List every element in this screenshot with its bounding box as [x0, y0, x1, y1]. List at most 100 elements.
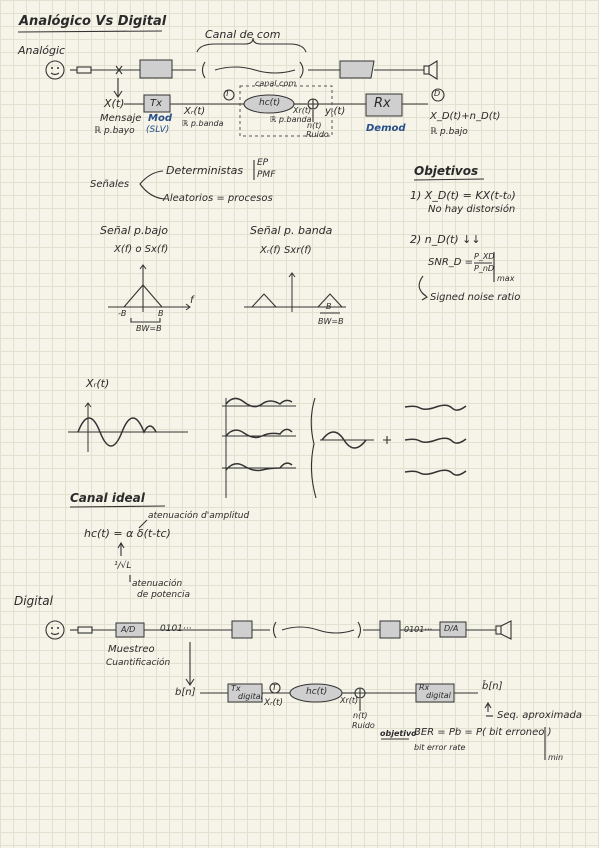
analog-label: Analógic [18, 44, 66, 57]
bit-error-rate-label: bit error rate [414, 743, 466, 752]
da-label: D/A [444, 624, 459, 633]
senales-brace [139, 170, 166, 200]
canal-com-dashed-box [239, 85, 333, 137]
digital-circle-t [269, 682, 281, 694]
digital-rx-line2: digital [426, 691, 451, 700]
yr-label: yᵣ(t) [325, 106, 346, 117]
detail-circle-d [431, 88, 445, 102]
bits-1: 0101··· [160, 624, 192, 634]
bn-label: b[n] [175, 687, 196, 698]
spectrum-lowpass-sub: X(f) o Sx(f) [114, 244, 169, 255]
senales-label: Señales [90, 179, 130, 190]
digital-hc-label: hc(t) [306, 687, 328, 697]
digital-rx-line1: Rx [419, 683, 430, 692]
atenuacion-potencia-label: atenuación [132, 579, 183, 589]
xr-t-label: Xᵣ(t) [184, 106, 206, 117]
analog-tx-block [139, 59, 173, 79]
ruido-label: Ruido [306, 130, 329, 139]
canal-ideal-formula: hc(t) = α δ(t-tc) [84, 527, 171, 540]
digital-ruido: Ruido [352, 721, 375, 730]
digital-speaker-icon [495, 620, 512, 640]
objetivo-2: 2) n_D(t) ↓↓ [410, 233, 481, 246]
de-potencia-label: de potencia [137, 590, 191, 600]
spectrum-bandpass-sub: Xᵣ(f) Sxr(f) [260, 245, 312, 256]
digital-rx-small-block [379, 620, 401, 639]
snr-label: SNR_D = [428, 257, 474, 268]
digital-xr-label: Xᵣ(t) [264, 698, 284, 708]
page-title: Analógico Vs Digital [19, 14, 167, 29]
digital-smiley-icon [45, 620, 65, 640]
muestreo-label: Muestreo [108, 644, 155, 655]
lowpass-pos-b: B [158, 309, 164, 318]
bandpass-bw: BW=B [318, 317, 344, 326]
snr-numerator: P_XD [474, 252, 495, 261]
bn-hat-label: b̂[n] [482, 681, 503, 692]
canal-de-com-label: Canal de com [205, 28, 281, 41]
snr-max: max [497, 274, 515, 283]
digital-n-t: n(t) [353, 711, 368, 720]
objetivo-1b: No hay distorsión [428, 204, 516, 215]
circle-d-label: D [434, 89, 441, 98]
plus-sign [383, 436, 391, 444]
spectrum-lowpass-plot [108, 264, 191, 323]
sqrtl-arrow [117, 541, 125, 556]
r-p-banda2-label: ℝ p.banda [270, 115, 312, 124]
spectrum-bandpass-title: Señal p. banda [250, 224, 333, 237]
slv-label: (SLV) [146, 125, 170, 135]
digital-microphone-icon [70, 626, 93, 634]
digital-arrow-down [185, 642, 195, 686]
min-label: min [548, 753, 564, 762]
atenuacion-arrow [138, 519, 148, 529]
bandpass-b: B [326, 302, 332, 311]
deterministas-label: Deterministas [166, 164, 244, 177]
circle-t-label: T [225, 89, 230, 98]
n-t-label: n(t) [307, 121, 322, 130]
xd-nd-label: X_D(t)+n_D(t) [430, 111, 501, 122]
canal-com-brace [196, 37, 307, 53]
analog-channel-wave [214, 66, 296, 74]
rx-label: Rx [374, 96, 391, 111]
mensaje-label: Mensaje [100, 113, 142, 124]
lowpass-neg-b: -B [118, 309, 127, 318]
objetivos-underline [413, 178, 485, 181]
ber-formula: BER = Pb = P( bit erroneo ) [414, 727, 552, 738]
detail-circle-t [223, 89, 235, 101]
cuantificacion-label: Cuantificación [106, 658, 171, 668]
seq-aproximada-label: Seq. aproximada [497, 710, 582, 721]
digital-tx-small-block [231, 620, 253, 639]
seq-arrow [484, 701, 492, 712]
x-t-label: X(t) [104, 97, 125, 110]
wave-label: Xᵣ(t) [86, 377, 110, 390]
ensemble-divider [310, 397, 317, 499]
atenuacion-amplitud-label: atenuación d'amplitud [148, 511, 250, 521]
ad-label: A/D [121, 625, 136, 634]
mod-label: Mod [148, 113, 172, 124]
spectrum-bandpass-plot [244, 272, 346, 314]
wave-ensemble-plot [222, 397, 296, 498]
analog-paren-close [299, 61, 304, 79]
analog-microphone-icon [70, 66, 92, 74]
analog-cross-mark [115, 65, 123, 75]
r-p-banda-label: ℝ p.banda [182, 119, 224, 128]
ep-label: EP [257, 158, 269, 168]
objetivos-title: Objetivos [414, 164, 479, 178]
digital-circle-t-label: T [272, 683, 277, 692]
snr-denominator: P_nD [474, 264, 495, 273]
sqrtl-label: ¹/√L [114, 561, 132, 571]
digital-label: Digital [14, 594, 53, 608]
objetivo-1: 1) X_D(t) = KX(t-t₀) [410, 189, 516, 202]
spectrum-lowpass-title: Señal p.bajo [100, 224, 169, 237]
canal-ideal-title: Canal ideal [70, 491, 145, 505]
r-playo-label: ℝ p.bayo [94, 126, 135, 136]
digital-tx-line2: digital [238, 692, 263, 701]
signed-noise-label: Signed noise ratio [430, 292, 521, 303]
wave-signal-plot [320, 431, 374, 449]
bits-2: 0101··· [404, 625, 432, 634]
analog-rx-block [339, 60, 375, 79]
demod-label: Demod [366, 123, 406, 134]
hc-label: hc(t) [259, 98, 281, 108]
canal-com-label: canal com [255, 79, 297, 88]
r-p-bajo-label: ℝ p.bajo [430, 127, 468, 137]
analog-paren-open [201, 61, 206, 79]
